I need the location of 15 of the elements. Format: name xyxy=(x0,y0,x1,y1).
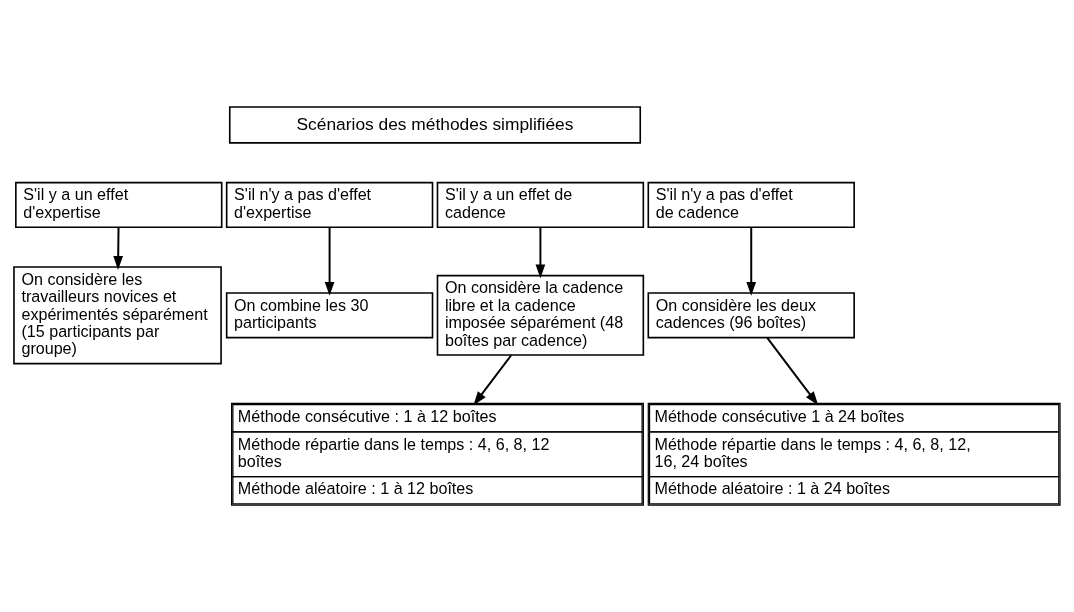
arrow xyxy=(473,354,513,406)
node-box: Scénarios des méthodes simplifiées xyxy=(228,106,642,144)
node-box: On considère les travailleurs novices et expérimentés séparément (15 participants par groupe) xyxy=(13,266,222,365)
node-box: S'il n'y a pas d'effet de cadence xyxy=(647,181,855,229)
node-box: S'il n'y a pas d'effet d'expertise xyxy=(225,181,434,229)
node-box: On considère la cadence libre et la cadence imposée séparément (48 boîtes par cadence) xyxy=(436,274,645,356)
node-box: On combine les 30 participants xyxy=(225,292,434,339)
arrow xyxy=(113,226,124,270)
node-box: S'il y a un effet de cadence xyxy=(436,181,645,229)
arrow xyxy=(324,226,335,296)
node-box: S'il y a un effet d'expertise xyxy=(15,181,223,229)
node-box: On considère les deux cadences (96 boîtes) xyxy=(647,292,855,339)
arrow xyxy=(535,226,546,279)
arrow xyxy=(766,336,819,406)
arrow xyxy=(746,226,757,296)
